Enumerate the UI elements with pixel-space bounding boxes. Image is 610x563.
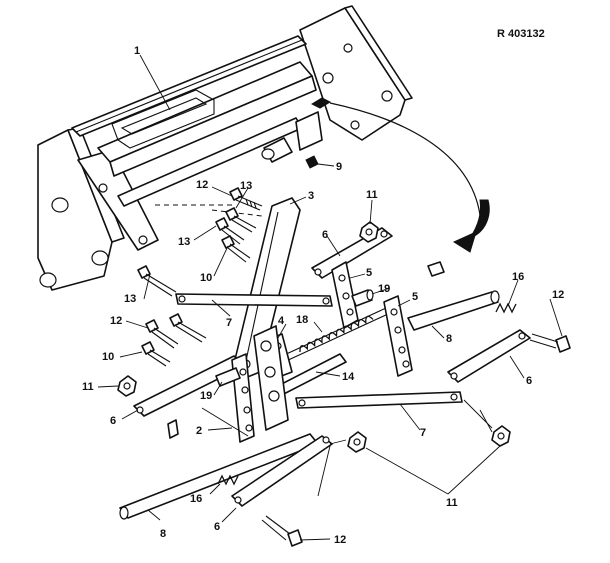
bolt-12-lower: [261, 515, 303, 547]
callout-9: 9: [336, 161, 342, 173]
callout-8: 8: [446, 333, 452, 345]
bolt-9: [305, 155, 319, 169]
bolt-13-upper-b: [215, 217, 245, 245]
callout-10: 10: [102, 351, 114, 363]
callout-5: 5: [412, 291, 418, 303]
callout-16: 16: [512, 271, 524, 283]
bolt-13-middle: [137, 265, 177, 297]
callout-6: 6: [214, 521, 220, 533]
frame-right-bracket: [295, 111, 323, 151]
bolt-12-right: [529, 333, 571, 353]
callout-7: 7: [226, 317, 232, 329]
bolt-10-upper: [221, 235, 251, 263]
callout-16: 16: [190, 493, 202, 505]
callout-12: 12: [334, 534, 346, 546]
callout-12: 12: [110, 315, 122, 327]
clip: [167, 419, 179, 439]
callout-3: 3: [308, 190, 314, 202]
callout-labels: 1 9 3 12 13 13 10 11 6 5 19 16 12 13 7 5…: [82, 45, 564, 546]
callout-19: 19: [378, 283, 390, 295]
frame-left-gusset: [77, 149, 159, 251]
callout-11: 11: [366, 189, 378, 201]
bolt-12-upper: [229, 187, 263, 211]
callout-6: 6: [526, 375, 532, 387]
link-6-lower: [231, 435, 333, 507]
plate-5-upper: [331, 261, 359, 329]
pin-19-upper: [351, 289, 374, 307]
bolt-10-middle: [141, 341, 171, 367]
callout-18: 18: [296, 314, 308, 326]
frame-right-plate-edge: [344, 5, 413, 101]
callout-leaders: [97, 54, 563, 541]
callout-4: 4: [278, 315, 285, 327]
nut-11-right: [491, 425, 511, 447]
bolt-group-upper: [215, 187, 263, 263]
small-bracket: [427, 261, 445, 277]
callout-1: 1: [134, 45, 140, 57]
callout-6: 6: [322, 229, 328, 241]
drawing-reference: R 403132: [497, 28, 545, 40]
callout-13: 13: [178, 236, 190, 248]
nut-11-left: [117, 375, 137, 397]
washer-16-upper: [495, 302, 517, 314]
nut-11-upper: [359, 221, 379, 243]
callout-8: 8: [160, 528, 166, 540]
arrow-head: [452, 231, 477, 253]
curved-arrow: [329, 102, 481, 216]
guide-lines: [201, 399, 493, 497]
callout-2: 2: [196, 425, 202, 437]
callout-5: 5: [366, 267, 372, 279]
nut-11-center: [347, 431, 367, 453]
callout-12: 12: [552, 289, 564, 301]
plate-5-right: [383, 295, 413, 377]
shaft-8-right: [407, 290, 500, 331]
shaft-8-lower: [119, 433, 319, 520]
callout-14: 14: [342, 371, 355, 383]
loader-frame: [37, 5, 413, 291]
frame-handle: [111, 89, 215, 149]
link-7-lower: [295, 391, 463, 409]
link-6-left: [133, 355, 245, 417]
bolt-12-middle: [145, 319, 179, 349]
callout-11: 11: [82, 381, 94, 393]
callout-10: 10: [200, 272, 212, 284]
washer-16-lower: [217, 474, 239, 486]
link-6-right: [447, 329, 531, 383]
callout-7: 7: [420, 427, 426, 439]
callout-13: 13: [240, 180, 252, 192]
callout-12: 12: [196, 179, 208, 191]
bolt-13-lower: [169, 313, 207, 343]
callout-11: 11: [446, 497, 458, 509]
callout-13: 13: [124, 293, 136, 305]
spring-18: [281, 307, 389, 363]
bolt-13-upper-a: [225, 207, 257, 233]
plate-2-center: [253, 325, 289, 431]
callout-19: 19: [200, 390, 212, 402]
pin-19-lower: [215, 367, 241, 387]
callout-6: 6: [110, 415, 116, 427]
link-7-upper: [175, 293, 333, 307]
